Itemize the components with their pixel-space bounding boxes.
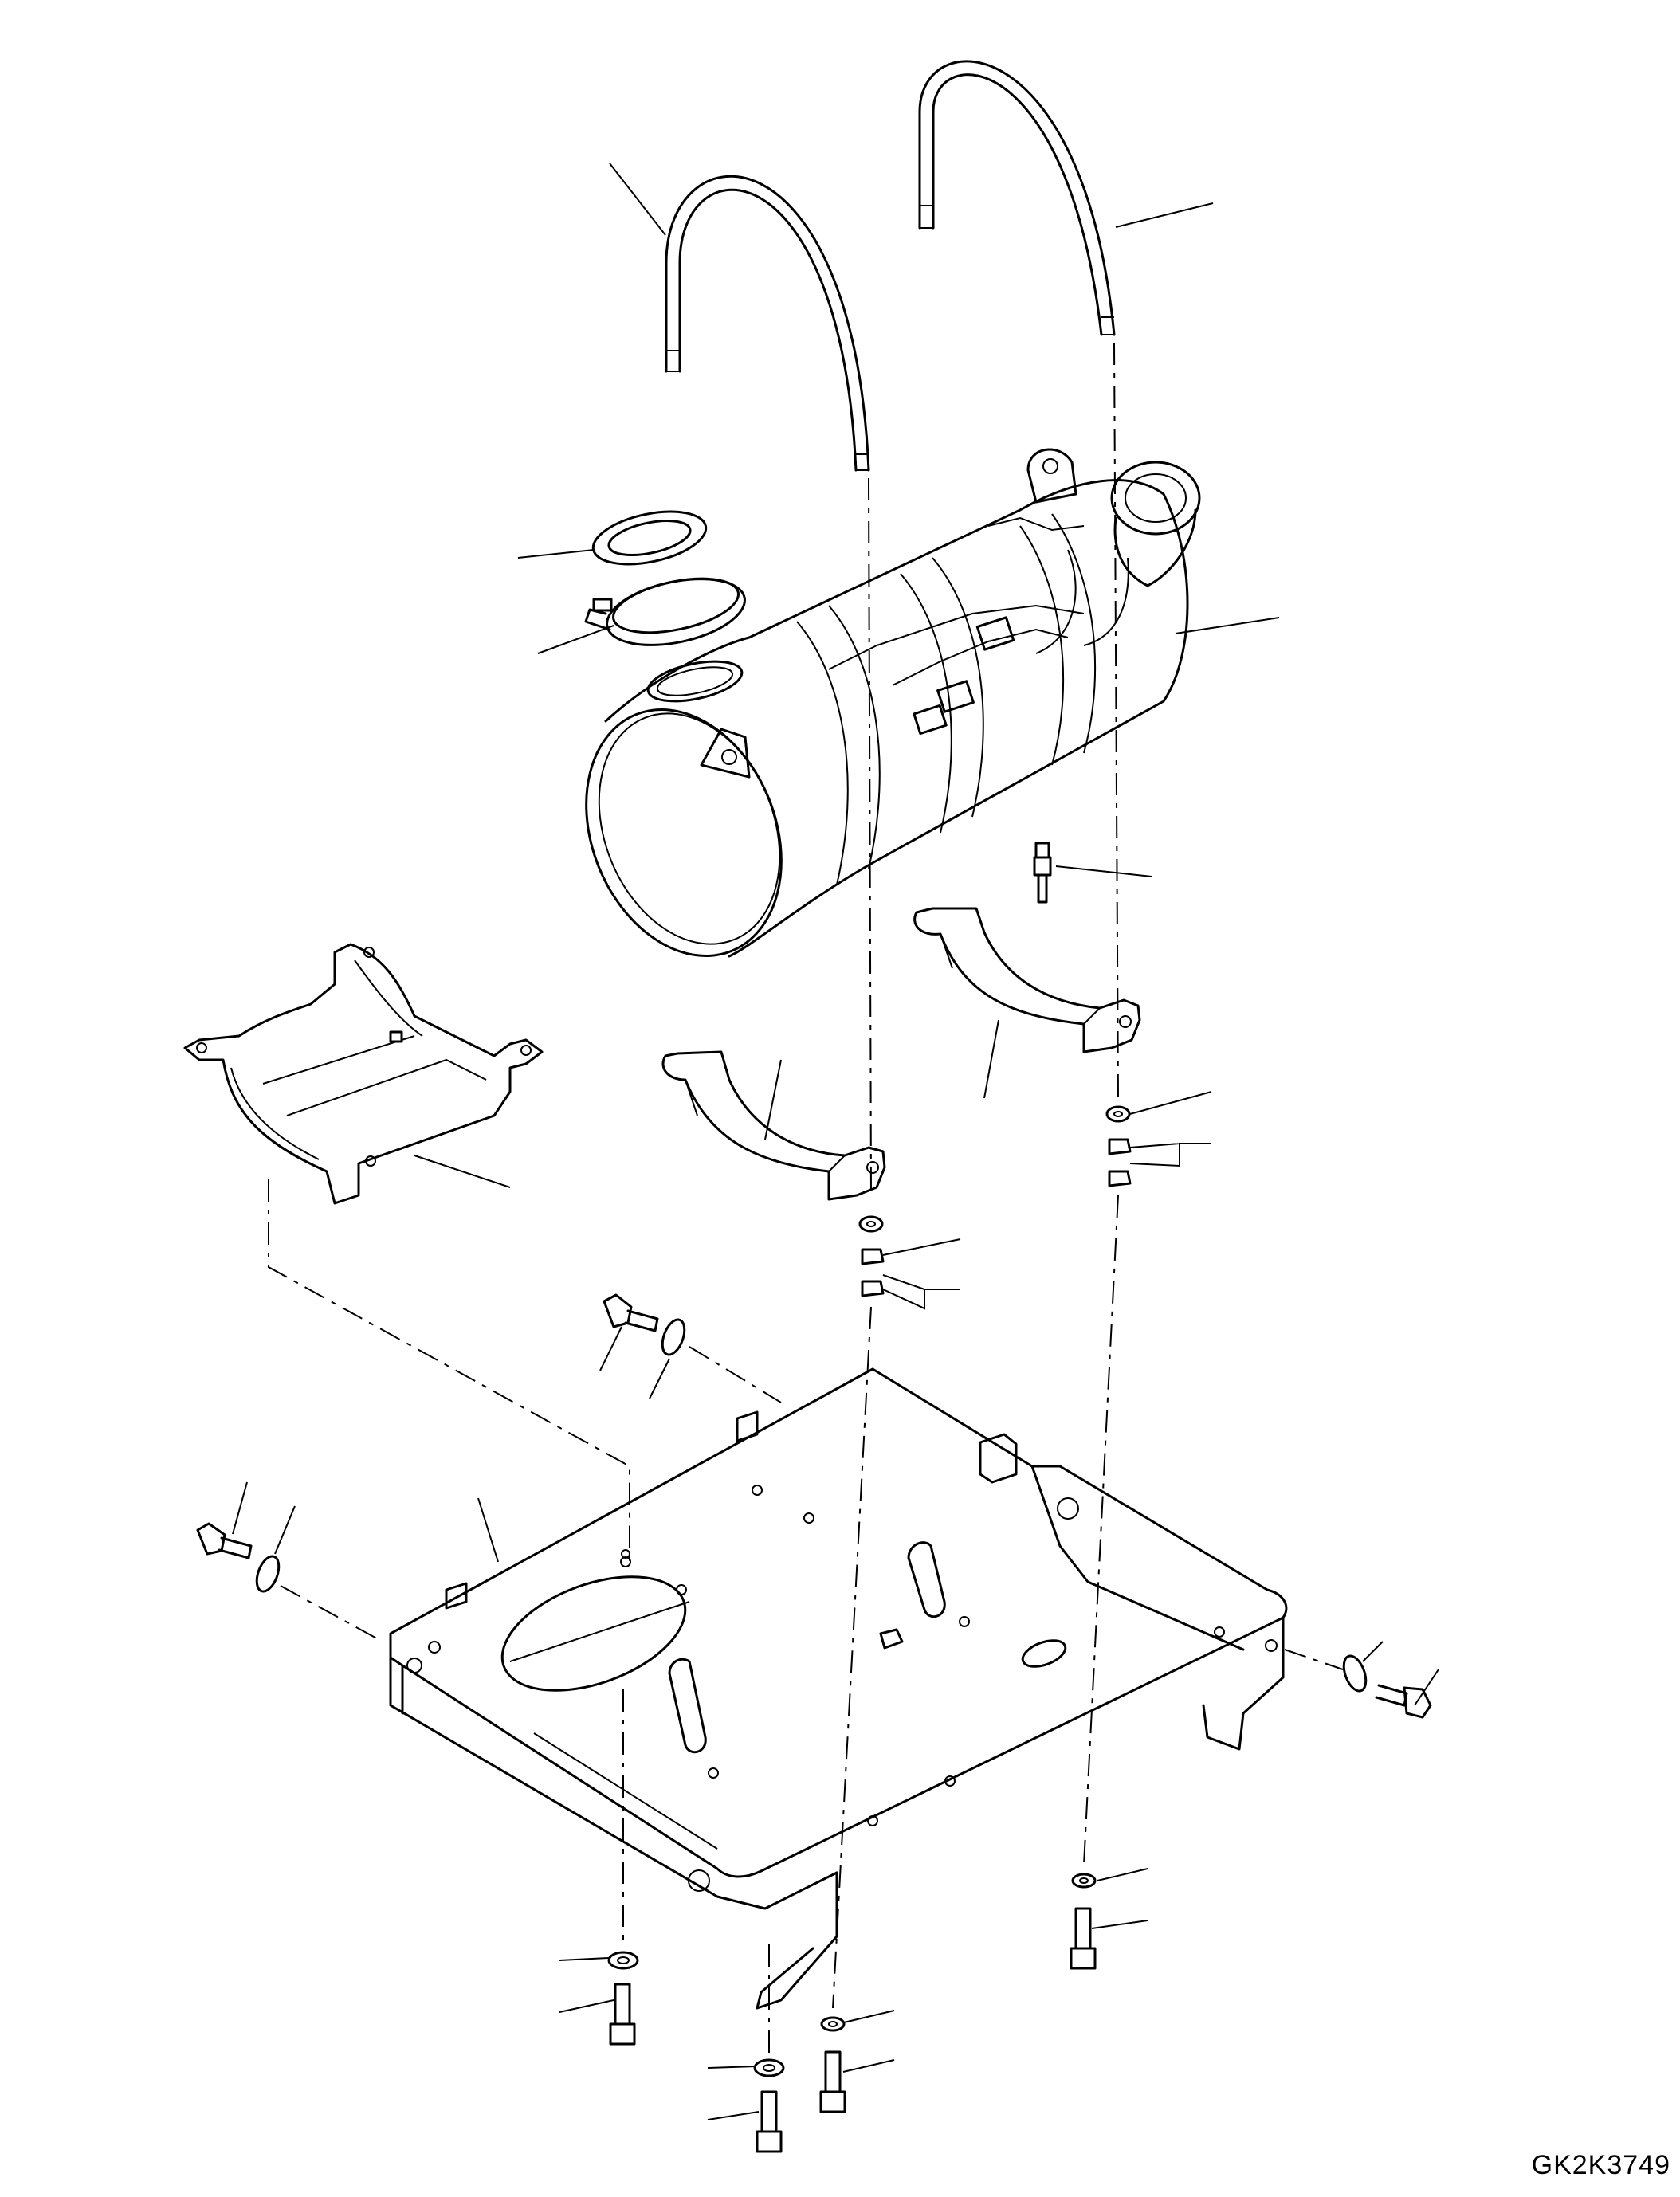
muffler-dpf-assembly [585,448,1201,958]
saddle-bracket-right [913,907,1141,1053]
bolt-top-left [603,1293,686,1356]
callout-leaders [232,163,1439,2120]
sensor-fitting [1033,842,1052,904]
assembly-centerlines [268,342,1344,2056]
bolt-bottom-right [1070,1873,1097,1970]
bolt-bottom-center [753,2058,785,2153]
saddle-bracket-middle [661,1050,886,1201]
base-frame [389,1367,1288,2010]
bolt-bottom-left [607,1951,639,2046]
support-bracket-left [183,943,544,1205]
bolt-left [196,1522,281,1593]
washer-nut-set-middle [858,1215,885,1297]
gasket-ring [591,510,708,566]
bolt-right [1342,1654,1432,1719]
band-clamp [584,577,746,646]
washer-nut-set-right [1105,1105,1132,1187]
u-bolt-right [918,60,1116,336]
u-bolt-left [665,175,870,472]
drawing-number: GK2K3749 [1531,2150,1670,2180]
bolt-bottom-mid [819,2016,846,2113]
